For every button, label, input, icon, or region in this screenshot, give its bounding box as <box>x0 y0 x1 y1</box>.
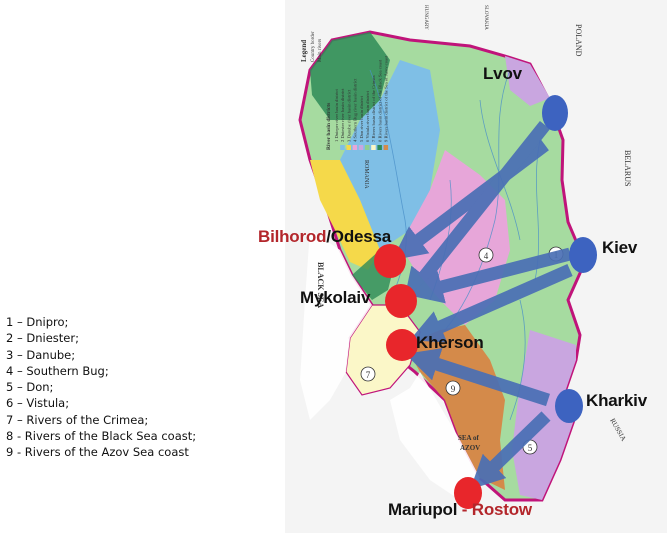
legend-list-item: 9 - Rivers of the Azov Sea coast <box>6 445 189 460</box>
map-legend-item: 3 Danube river basin district <box>346 89 351 142</box>
map-legend-border: Country border <box>311 31 316 62</box>
danube-basin <box>310 160 380 270</box>
legend-list-item: 4 – Southern Bug; <box>6 363 109 378</box>
sea-of-azov <box>390 372 480 500</box>
map-legend-title: Legend <box>300 40 308 62</box>
black-sea <box>300 230 372 420</box>
map-legend-item: 7 Rivers basin district of the Crimea <box>371 75 376 142</box>
map-legend-item: 5 Don river basin district <box>359 95 364 142</box>
map-legend-item: 2 Dniester river basin district <box>340 88 345 142</box>
label-belarus: BELARUS <box>623 150 632 186</box>
northwest-purple-area <box>505 56 550 106</box>
legend-list-item: 3 – Danube; <box>6 347 76 362</box>
district-number: 9 <box>451 384 456 394</box>
district-number: 7 <box>366 370 371 380</box>
map-area: Legend Country border Main rivers River … <box>258 0 667 533</box>
node-odessa <box>374 244 406 278</box>
label-bilhorod-odessa: Bilhorod/Odessa <box>258 227 391 247</box>
district-number: 4 <box>484 251 489 261</box>
node-kharkiv <box>555 389 583 423</box>
ukraine-river-basin-map: Legend Country border Main rivers River … <box>285 0 667 533</box>
arrow-kharkiv-kherson <box>405 348 550 407</box>
map-legend-swatch <box>377 145 382 150</box>
label-bilhorod: Bilhorod <box>258 227 327 246</box>
legend-list-item: 7 – Rivers of the Crimea; <box>6 412 149 427</box>
map-legend-item: 1 Dnieper river basin district <box>334 88 339 142</box>
map-legend-item: 8 Rivers basin district of the Black Sea… <box>377 59 382 142</box>
vistula-basin <box>310 32 390 120</box>
map-legend-swatch <box>346 145 351 150</box>
label-romania: ROMANIA <box>363 160 369 189</box>
map-legend-swatch <box>340 145 345 150</box>
map-legend-swatch <box>365 145 370 150</box>
label-odessa: /Odessa <box>326 227 392 246</box>
legend-list-item: 5 – Don; <box>6 380 54 395</box>
node-kiev <box>569 237 597 273</box>
label-kherson: Kherson <box>416 333 484 352</box>
arrow-kharkiv-mariupol <box>470 411 551 490</box>
label-lvov: Lvov <box>483 64 522 83</box>
label-mariupol-rostow: Mariupol - Rostow <box>388 500 532 520</box>
map-legend-swatch <box>383 145 389 150</box>
label-mykolaiv: Mykolaiv <box>300 288 371 307</box>
node-mykolaiv <box>385 284 417 318</box>
label-sea-of-azov-1: SEA of <box>458 434 479 442</box>
label-slovakia: SLOVAKIA <box>483 5 488 30</box>
map-legend-swatch <box>371 145 376 150</box>
map-legend-swatch <box>352 145 358 150</box>
label-sea-of-azov-2: AZOV <box>460 444 480 452</box>
map-legend-item: 9 Rivers basin district of the Sea of Az… <box>384 55 389 142</box>
node-mariupol <box>454 477 482 509</box>
label-kharkiv: Kharkiv <box>586 391 647 410</box>
map-legend: Legend Country border Main rivers River … <box>300 31 389 150</box>
map-legend-item: 6 Vistula river basin district <box>365 90 370 142</box>
label-hungary: HUNGARY <box>423 5 428 30</box>
legend-list-item: 6 – Vistula; <box>6 396 70 411</box>
map-legend-item: 4 Southern Bug river basin district <box>353 78 358 142</box>
arrow-kiev-kherson <box>409 264 573 343</box>
map-legend-swatch <box>358 145 364 150</box>
map-legend-swatch <box>334 145 339 150</box>
arrow-lvov-mykolaiv <box>403 120 551 303</box>
label-kiev: Kiev <box>602 238 638 257</box>
city-nodes <box>374 95 597 509</box>
legend-list-item: 2 – Dniester; <box>6 331 79 346</box>
label-rostow: - Rostow <box>461 500 532 519</box>
map-legend-districts-title: River basin districts <box>326 103 332 150</box>
label-poland: POLAND <box>574 24 583 57</box>
arrow-kiev-mykolaiv <box>408 247 572 304</box>
map-legend-rivers: Main rivers <box>318 39 323 62</box>
flow-arrows <box>392 120 573 490</box>
dniester-basin <box>340 60 440 250</box>
legend-list-item: 1 – Dnipro; <box>6 315 69 329</box>
river-basin-list: 1 – Dnipro; 2 – Dniester; 3 – Danube;4 – … <box>6 314 286 461</box>
label-black-sea: BLACK SEA <box>316 262 325 308</box>
legend-list-item: 8 - Rivers of the Black Sea coast; <box>6 429 197 444</box>
district-number: 5 <box>528 443 533 453</box>
node-kherson <box>386 329 418 361</box>
label-mariupol: Mariupol <box>388 500 458 519</box>
node-lvov <box>542 95 568 131</box>
